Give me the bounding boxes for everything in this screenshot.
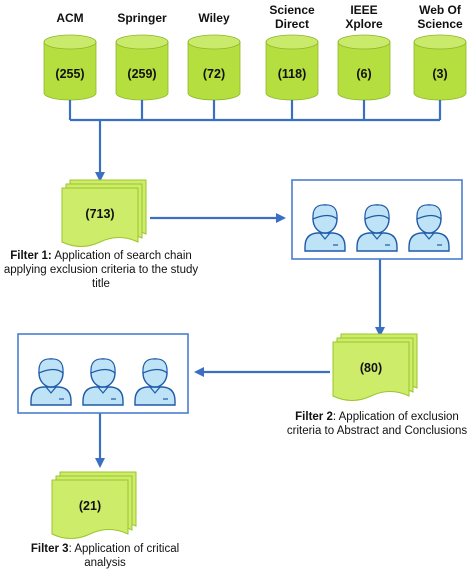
filter1-label: Filter 1: bbox=[10, 250, 52, 262]
document-stack-icon: (21) bbox=[51, 471, 137, 539]
filter1-caption: Filter 1: Application of search chain ap… bbox=[0, 249, 202, 291]
document-stack-icon: (713) bbox=[61, 179, 147, 247]
database-count: (3) bbox=[432, 67, 447, 81]
filter1-text: Application of search chain applying exc… bbox=[3, 250, 199, 290]
reviewer-people bbox=[30, 204, 450, 406]
document-count: (80) bbox=[360, 361, 382, 375]
database-cylinders: (255) (259) (72) (118) (6) (3) bbox=[43, 34, 467, 101]
connectors bbox=[68, 100, 442, 468]
filter2-text: : Application of exclusion criteria to A… bbox=[286, 411, 468, 437]
filter3-caption: Filter 3: Application of critical analys… bbox=[10, 542, 200, 570]
document-count: (713) bbox=[85, 207, 114, 221]
document-count: (21) bbox=[79, 499, 101, 513]
filter3-label: Filter 3 bbox=[30, 543, 69, 555]
database-cylinder-icon: (6) bbox=[337, 34, 391, 101]
reviewer-person-icon bbox=[134, 358, 176, 406]
db-name-acm: ACM bbox=[56, 11, 83, 25]
database-bus bbox=[68, 100, 442, 122]
db-name-wiley: Wiley bbox=[198, 11, 230, 25]
database-count: (6) bbox=[356, 67, 371, 81]
filter3-text: : Application of critical analysis bbox=[68, 543, 180, 569]
database-count: (118) bbox=[278, 67, 307, 81]
database-count: (255) bbox=[55, 67, 84, 81]
db-name-springer: Springer bbox=[117, 11, 167, 25]
reviewer-person-icon bbox=[304, 204, 346, 252]
reviewer-person-icon bbox=[82, 358, 124, 406]
document-stacks: (713) (80) (21) bbox=[51, 179, 418, 539]
database-cylinder-icon: (72) bbox=[187, 34, 241, 101]
filter2-label: Filter 2 bbox=[295, 411, 333, 423]
reviewer-person-icon bbox=[408, 204, 450, 252]
filter2-caption: Filter 2: Application of exclusion crite… bbox=[283, 410, 471, 438]
database-count: (72) bbox=[203, 67, 225, 81]
database-count: (259) bbox=[127, 67, 156, 81]
database-cylinder-icon: (255) bbox=[43, 34, 97, 101]
reviewer-person-icon bbox=[30, 358, 72, 406]
reviewer-person-icon bbox=[356, 204, 398, 252]
database-cylinder-icon: (259) bbox=[115, 34, 169, 101]
database-cylinder-icon: (118) bbox=[265, 34, 319, 101]
document-stack-icon: (80) bbox=[332, 333, 418, 401]
database-cylinder-icon: (3) bbox=[413, 34, 467, 101]
